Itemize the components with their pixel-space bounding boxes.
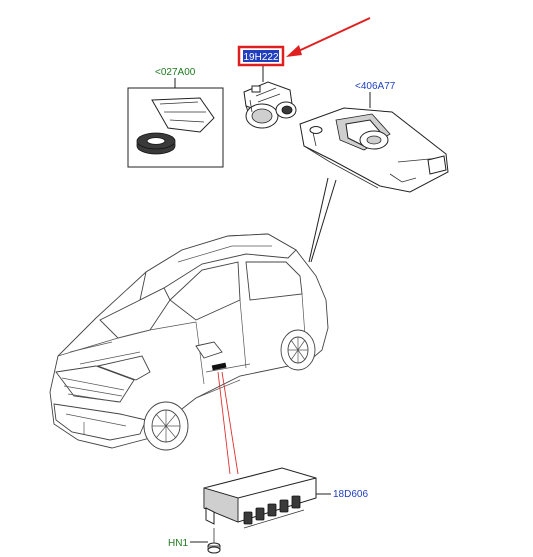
vehicle-icon — [49, 233, 329, 451]
callout-19h222[interactable]: 19H222 — [237, 45, 285, 67]
camera-unit-icon — [243, 81, 297, 129]
control-module-icon — [203, 467, 317, 529]
camera-bracket-icon — [299, 107, 449, 193]
location-marker — [211, 362, 227, 371]
fastener-icon — [207, 528, 221, 554]
label-18d606[interactable]: 18D606 — [333, 489, 368, 500]
highlight-fill — [243, 50, 279, 62]
label-027a00[interactable]: <027A00 — [155, 67, 196, 78]
highlight-box — [237, 45, 285, 67]
pointer-arrow — [286, 17, 371, 57]
label-406a77[interactable]: <406A77 — [355, 81, 396, 92]
tape-kit-icon — [127, 87, 224, 168]
label-19h222: 19H222 — [243, 52, 278, 63]
detail-leader — [308, 177, 337, 263]
module-leader — [217, 371, 239, 475]
label-hn1[interactable]: HN1 — [168, 538, 188, 549]
